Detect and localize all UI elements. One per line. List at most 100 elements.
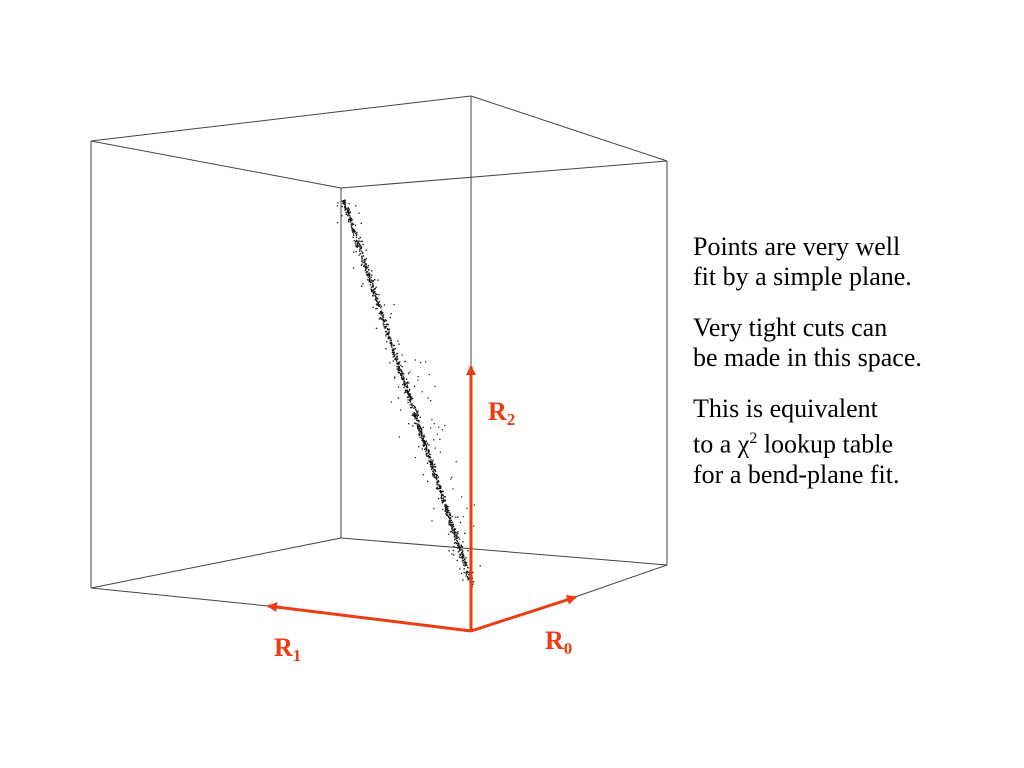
data-point — [349, 219, 352, 221]
data-point — [447, 507, 449, 510]
data-point — [389, 316, 391, 319]
data-point-outlier — [417, 379, 419, 381]
data-point — [376, 293, 378, 296]
data-point — [433, 474, 436, 476]
data-point — [458, 556, 461, 558]
data-point — [386, 341, 388, 343]
data-point — [466, 575, 469, 578]
data-point — [424, 442, 426, 444]
data-point — [441, 493, 443, 495]
data-point — [401, 377, 403, 379]
data-point — [344, 199, 346, 201]
data-point — [459, 546, 462, 548]
data-point — [461, 551, 463, 554]
data-point — [417, 426, 419, 428]
data-point — [456, 540, 459, 542]
data-point — [462, 560, 464, 562]
note-paragraph-3: This is equivalent to a χ2 lookup table … — [693, 394, 1013, 490]
data-point — [447, 514, 449, 516]
data-point — [425, 444, 427, 447]
data-point — [430, 465, 432, 468]
data-point — [441, 501, 444, 503]
data-point — [407, 391, 409, 393]
data-point — [356, 231, 358, 234]
data-point — [459, 554, 461, 556]
data-point — [425, 443, 427, 445]
data-point — [363, 259, 365, 261]
data-point — [452, 526, 455, 528]
data-point — [463, 561, 466, 563]
data-point — [411, 398, 414, 400]
data-point — [432, 465, 434, 467]
data-point — [366, 273, 368, 275]
data-point-outlier — [433, 423, 435, 425]
data-point — [448, 550, 450, 552]
data-point — [355, 232, 357, 235]
data-point — [412, 413, 414, 415]
data-point — [462, 556, 465, 558]
data-point-outlier — [414, 457, 417, 459]
data-point — [409, 399, 411, 401]
data-point — [397, 386, 400, 388]
data-point — [351, 226, 353, 229]
note-paragraph-2: Very tight cuts can be made in this spac… — [693, 313, 1013, 373]
data-point — [355, 239, 358, 241]
data-point — [409, 403, 411, 406]
data-point — [451, 553, 453, 555]
data-point — [449, 521, 452, 523]
data-point — [417, 414, 419, 416]
data-point — [423, 434, 425, 436]
data-point — [453, 545, 455, 548]
data-point — [456, 559, 458, 562]
data-point — [454, 528, 457, 530]
data-point — [367, 274, 369, 277]
data-point — [449, 516, 451, 519]
note-line: for a bend-plane fit. — [693, 459, 900, 489]
data-point — [350, 223, 352, 225]
data-point — [391, 351, 393, 354]
data-point-outlier — [430, 400, 432, 402]
data-point — [361, 240, 363, 242]
data-point — [435, 487, 438, 490]
data-point — [347, 207, 349, 209]
box-edge — [90, 140, 342, 189]
data-point — [371, 270, 373, 272]
data-point — [421, 439, 423, 442]
data-point — [362, 261, 364, 263]
data-point — [395, 358, 397, 360]
data-point — [417, 410, 419, 412]
data-point — [437, 476, 439, 478]
data-point — [399, 369, 401, 372]
data-point — [363, 262, 365, 264]
data-point — [359, 246, 361, 248]
data-point — [410, 399, 412, 401]
data-point — [389, 336, 391, 338]
data-point — [462, 555, 464, 557]
data-point — [346, 211, 348, 213]
data-point — [439, 490, 441, 492]
data-point — [422, 426, 424, 428]
data-point — [376, 307, 378, 310]
data-point — [425, 450, 427, 453]
data-point — [388, 336, 390, 338]
data-point — [389, 339, 391, 341]
data-point — [396, 362, 398, 365]
data-point — [437, 483, 439, 485]
data-point — [448, 520, 450, 522]
data-point — [457, 532, 459, 534]
data-point — [417, 420, 419, 422]
data-point — [390, 344, 392, 347]
data-point — [421, 434, 423, 436]
data-point — [440, 497, 442, 499]
data-point — [459, 549, 462, 551]
data-point — [457, 543, 459, 546]
data-point — [375, 327, 378, 329]
data-point — [393, 355, 396, 357]
data-point — [419, 436, 421, 439]
data-point — [434, 472, 436, 475]
data-point-outlier — [466, 507, 468, 509]
data-point — [446, 509, 448, 511]
data-point — [362, 283, 364, 285]
data-point-outlier — [390, 401, 392, 403]
